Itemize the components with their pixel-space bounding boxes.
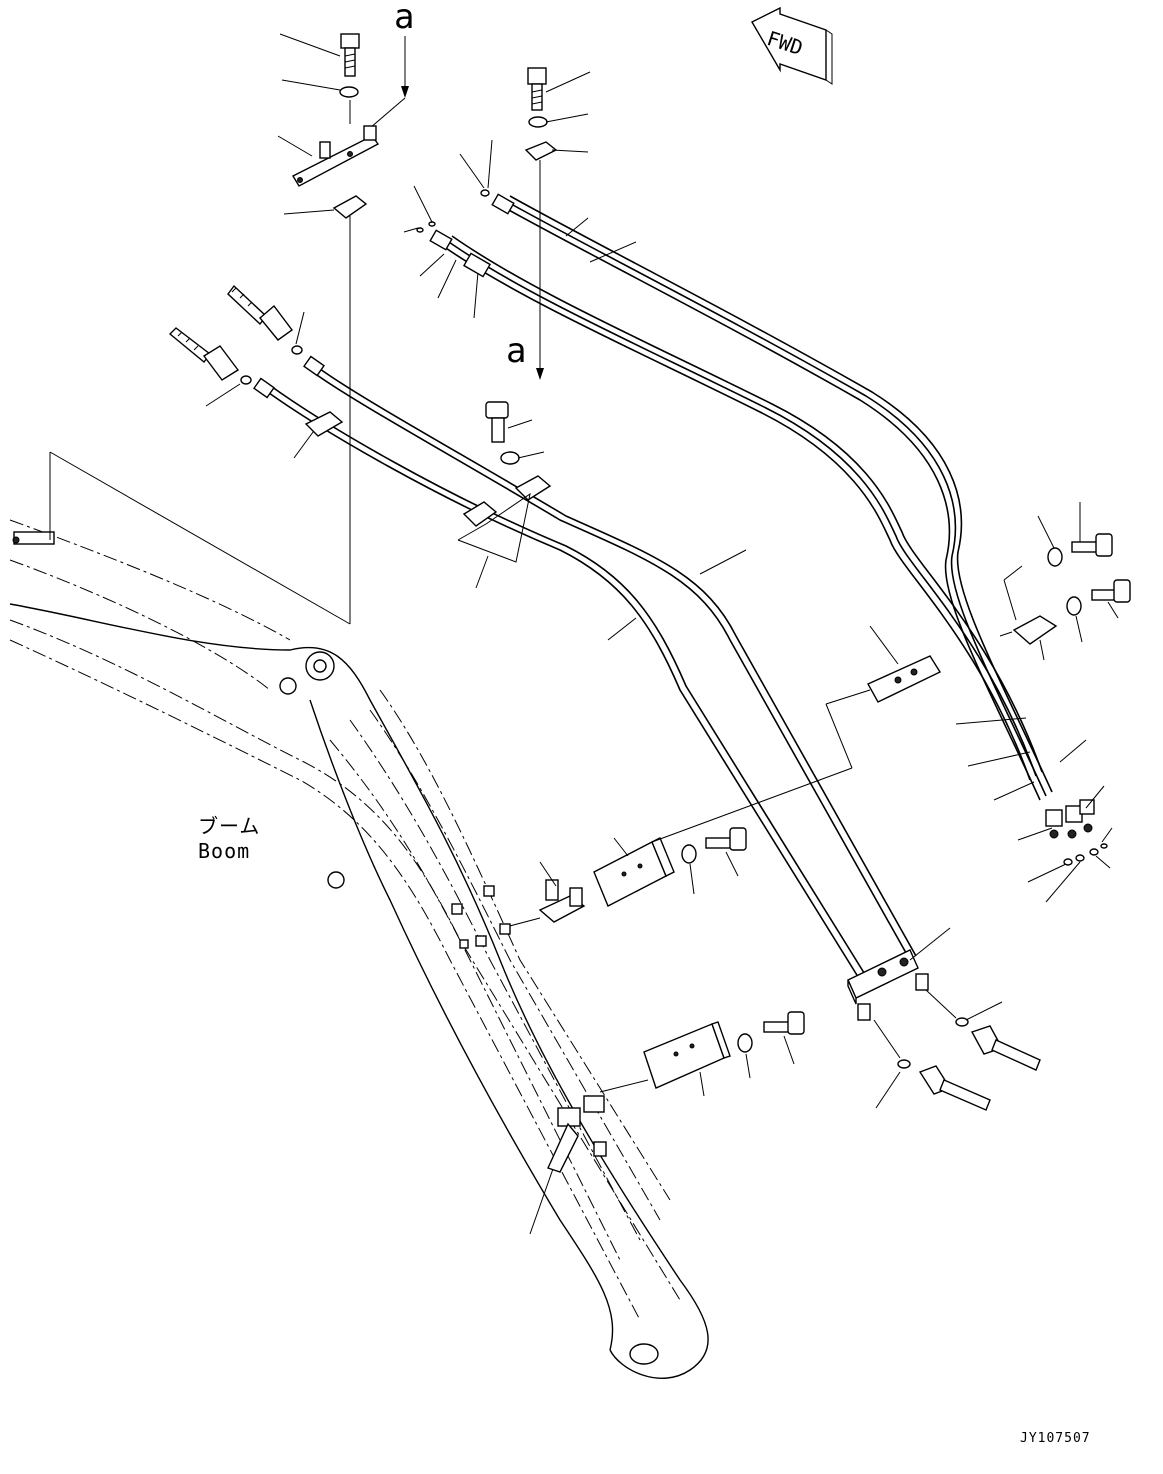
washer-right-1 <box>1047 547 1063 567</box>
boom-clamp-block-1 <box>593 837 675 907</box>
clamp-half-top-left <box>332 195 368 219</box>
leader-washer-mid <box>517 451 545 459</box>
leaders-top-left <box>277 33 351 624</box>
bolt-top-right <box>527 67 547 111</box>
leader-clamp-block-2 <box>869 625 899 665</box>
boom-clamp-2 <box>547 1095 607 1173</box>
o-ring-lower-2 <box>955 1017 969 1027</box>
boom-fittings <box>451 885 511 949</box>
washer-boom-2 <box>737 1033 753 1053</box>
hose-2 <box>168 327 240 381</box>
fwd-arrow-icon: FWD <box>751 6 833 85</box>
washer-top-right <box>528 116 548 128</box>
pipe-clamp-upper <box>304 411 344 437</box>
leaders-top-right <box>403 71 637 319</box>
hose-lower-1 <box>918 1065 991 1111</box>
washer-top-left <box>339 86 359 98</box>
hose-1 <box>227 284 293 341</box>
pipe-end-block <box>847 949 929 1021</box>
leader-bolt-mid <box>507 419 533 429</box>
washer-boom-1 <box>681 844 697 864</box>
component-label-en: Boom <box>198 839 250 863</box>
leaders-right-upper <box>999 502 1119 661</box>
view-marker-a-mid: a <box>506 331 526 371</box>
pipe-bundle-fittings-lower <box>1045 799 1108 866</box>
connection-leaders <box>49 451 351 625</box>
bolt-right-2 <box>1091 579 1131 603</box>
pipe-left-long <box>253 377 867 981</box>
clamp-link-mid <box>457 492 531 563</box>
o-ring-lower-1 <box>897 1059 911 1069</box>
o-ring-3 <box>416 227 424 233</box>
washer-mid <box>500 451 520 465</box>
clamp-right <box>1012 615 1058 645</box>
o-ring-hose-1 <box>291 345 303 355</box>
pipe-bundle-upper <box>429 193 1053 801</box>
o-ring-1 <box>480 189 490 197</box>
bolt-top-left <box>340 33 360 77</box>
boom-clamp-1 <box>538 879 586 923</box>
boom-clamp-block-2 <box>867 655 942 703</box>
leaders-left-hoses <box>205 311 317 459</box>
boom-clamp-block-3 <box>643 1021 731 1089</box>
clamp-top-right <box>524 141 558 161</box>
boom-outline <box>9 519 709 1379</box>
bolt-boom-2 <box>763 1011 805 1035</box>
bolt-mid <box>485 401 509 443</box>
pipe-clamp-mid-2 <box>514 475 552 501</box>
o-ring-2 <box>428 221 436 227</box>
pipe-right-long <box>303 355 917 961</box>
leaders-mid-pipes <box>475 549 747 641</box>
view-arrow-top <box>369 36 409 129</box>
pipe-clamp-mid-1 <box>462 501 498 527</box>
figure-code: JY107507 <box>1020 1431 1091 1446</box>
view-arrow-mid <box>536 160 544 380</box>
bolt-right-1 <box>1071 533 1113 557</box>
hose-lower-2 <box>970 1025 1041 1071</box>
washer-right-2 <box>1066 596 1082 616</box>
leaders-pipe-end <box>873 927 1003 1109</box>
view-marker-a-top: a <box>394 0 414 37</box>
component-label-jp: ブーム <box>198 814 260 838</box>
clamp-plate-top-left <box>292 125 380 187</box>
bolt-boom-1 <box>705 827 747 851</box>
leaders-lower-right <box>955 717 1113 903</box>
o-ring-hose-2 <box>240 375 252 385</box>
